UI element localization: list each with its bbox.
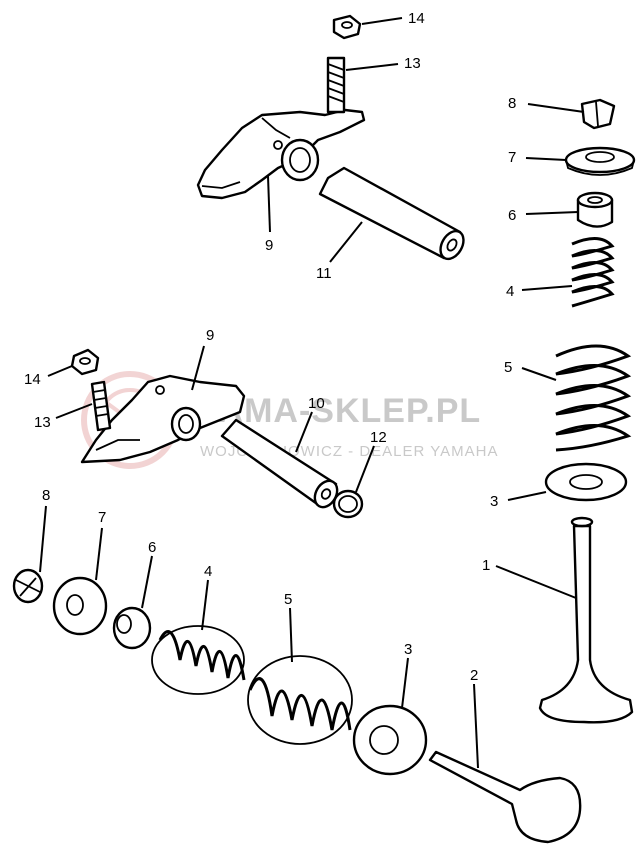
callout-13-upper: 13 [404, 55, 421, 72]
spring-retainer-right [564, 146, 636, 176]
leader-lines [39, 17, 585, 769]
callout-10: 10 [308, 395, 325, 412]
rocker-shaft-lower [220, 418, 339, 509]
rocker-arm-upper [196, 108, 366, 200]
callout-9-upper: 9 [265, 237, 273, 254]
callout-4-right: 4 [506, 283, 514, 300]
valve-left [428, 750, 582, 844]
spring-retainer-left [52, 576, 108, 636]
callout-5-right: 5 [504, 359, 512, 376]
callout-9-lower: 9 [206, 327, 214, 344]
rocker-arm-lower [80, 374, 246, 464]
callout-7-right: 7 [508, 149, 516, 166]
outer-spring-right [555, 344, 632, 452]
callout-6-lower: 6 [148, 539, 156, 556]
callout-8-right: 8 [508, 95, 516, 112]
watermark-brand: YAMA-SKLEP.PL [198, 392, 481, 430]
adjuster-screw-lower [90, 380, 112, 432]
adjuster-screw-upper [326, 56, 346, 114]
callout-14-lower: 14 [24, 371, 41, 388]
spring-seat-washer-right [544, 462, 628, 502]
callout-3-lower: 3 [404, 641, 412, 658]
callouts: 14 13 9 11 8 7 6 4 5 3 1 9 14 13 10 12 8… [24, 10, 516, 684]
callout-5-lower: 5 [284, 591, 292, 608]
callout-6-right: 6 [508, 207, 516, 224]
rocker-shaft-upper [318, 166, 465, 261]
spring-seat-right [576, 191, 614, 228]
spring-seat-left [112, 606, 152, 650]
callout-1: 1 [482, 557, 490, 574]
inner-spring-left [151, 625, 246, 695]
callout-11: 11 [316, 265, 332, 282]
valve-cotter-left [12, 568, 44, 604]
inner-spring-right [571, 237, 615, 308]
valve-right [538, 516, 634, 724]
callout-2: 2 [470, 667, 478, 684]
o-ring [332, 489, 364, 519]
outer-spring-left [247, 655, 353, 745]
callout-7-lower: 7 [98, 509, 106, 526]
callout-8-lower: 8 [42, 487, 50, 504]
callout-12: 12 [370, 429, 387, 446]
locknut-lower [70, 348, 100, 376]
callout-3-right: 3 [490, 493, 498, 510]
valve-cotter-right [580, 98, 616, 130]
callout-13-lower: 13 [34, 414, 51, 431]
callout-14-upper: 14 [408, 10, 425, 27]
spring-seat-washer-left [352, 704, 428, 776]
callout-4-lower: 4 [204, 563, 212, 580]
locknut-upper [332, 14, 362, 40]
